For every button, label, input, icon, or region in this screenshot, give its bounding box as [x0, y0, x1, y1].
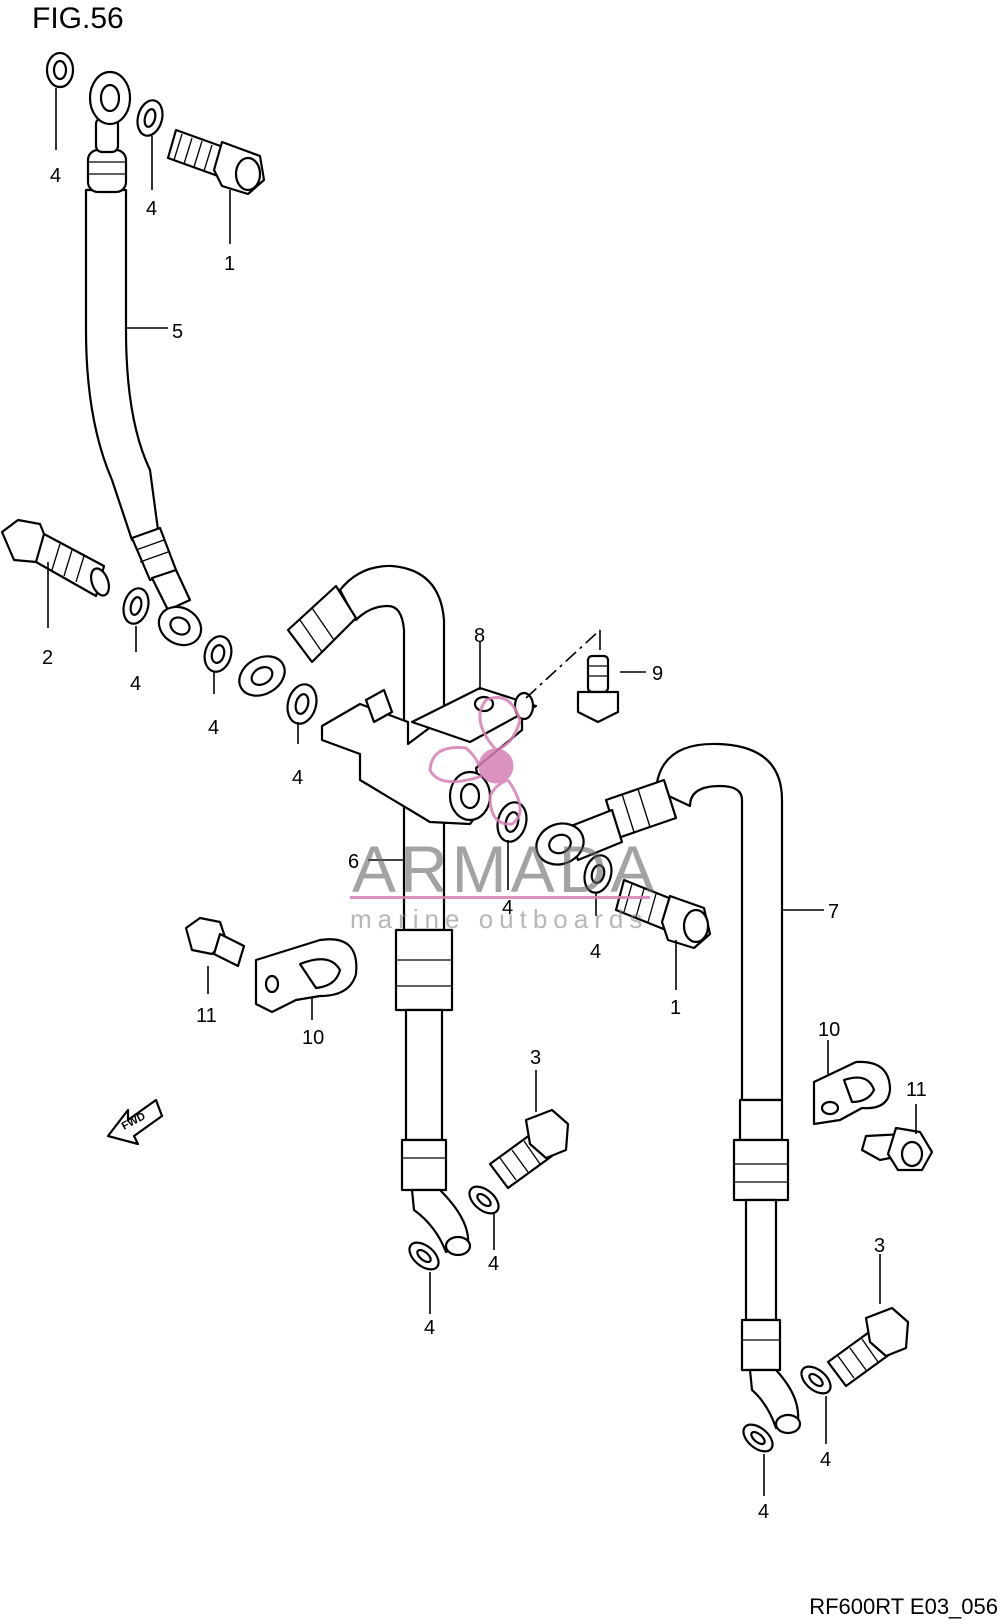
callout-hose-upper: 5	[172, 321, 183, 343]
union-bolt-top	[166, 128, 266, 196]
callout-washer: 4	[208, 717, 219, 739]
bolt-eleven-left	[184, 916, 246, 968]
callout-union-bolt-three: 3	[874, 1235, 885, 1257]
propeller-logo	[428, 696, 522, 826]
callout-washer: 4	[488, 1253, 499, 1275]
callout-washer: 4	[590, 941, 601, 963]
callout-bolt-eleven: 11	[196, 1005, 217, 1027]
callout-hose-right: 7	[828, 901, 839, 923]
brake-hose-right	[535, 742, 802, 1435]
armada-watermark: ARMADA marine outboards	[350, 696, 658, 934]
union-bolt-three-right	[826, 1306, 910, 1388]
callout-clamp: 10	[818, 1019, 840, 1041]
washer-top-mid	[136, 99, 164, 137]
watermark-brand: ARMADA	[352, 832, 658, 906]
bolt-eleven-right	[860, 1126, 934, 1172]
clamp-ten-left	[254, 938, 358, 1014]
callout-washer: 4	[146, 198, 157, 220]
callout-washer: 4	[758, 1501, 769, 1523]
callout-washer: 4	[424, 1317, 435, 1339]
callout-bolt-eleven: 11	[906, 1079, 927, 1101]
washer-right-upper	[583, 854, 613, 894]
union-bolt-three-mid	[488, 1108, 570, 1190]
bolt-nine	[576, 654, 620, 724]
callout-clamp: 10	[302, 1027, 324, 1049]
callout-junction-block: 8	[474, 625, 485, 647]
leader-lines	[47, 88, 917, 1496]
clamp-ten-right	[812, 1060, 892, 1126]
watermark-tagline: marine outboards	[350, 904, 648, 934]
junction-block	[320, 686, 538, 826]
union-bolt-right	[614, 878, 712, 950]
washer-left-2	[203, 635, 233, 673]
callout-union-bolt: 1	[670, 997, 681, 1019]
callout-hose-middle: 6	[348, 851, 359, 873]
callout-union-bolt: 1	[224, 253, 235, 275]
callout-washer: 4	[502, 897, 513, 919]
brake-hose-middle	[238, 564, 472, 1257]
callout-washer: 4	[50, 165, 61, 187]
callout-union-bolt-three: 3	[530, 1047, 541, 1069]
washer-top-left	[45, 51, 75, 89]
figure-title: FIG.56	[32, 2, 124, 35]
union-bolt-left	[0, 518, 111, 598]
callout-washer: 4	[292, 767, 303, 789]
callout-washer: 4	[130, 673, 141, 695]
forward-direction-arrow: FWD	[106, 1098, 164, 1146]
washer-left-1	[122, 587, 150, 625]
callout-bolt: 9	[652, 663, 663, 685]
washer-right-lower-1	[800, 1365, 832, 1395]
brake-hose-upper	[84, 70, 203, 647]
washer-mid-lower-1	[468, 1185, 500, 1215]
washer-block-left	[286, 683, 318, 725]
callout-labels: 4 4 1 5 2 4 4 4 8 9 6 4 4 1 7 11 10 3 4 …	[42, 165, 927, 1523]
washer-right-lower-2	[742, 1423, 774, 1453]
callout-union-bolt-left: 2	[42, 647, 53, 669]
washer-mid-lower-2	[408, 1241, 440, 1271]
watermark-rule	[350, 896, 650, 899]
callout-washer: 4	[820, 1449, 831, 1471]
diagram-code: RF600RT E03_056	[809, 1594, 998, 1619]
